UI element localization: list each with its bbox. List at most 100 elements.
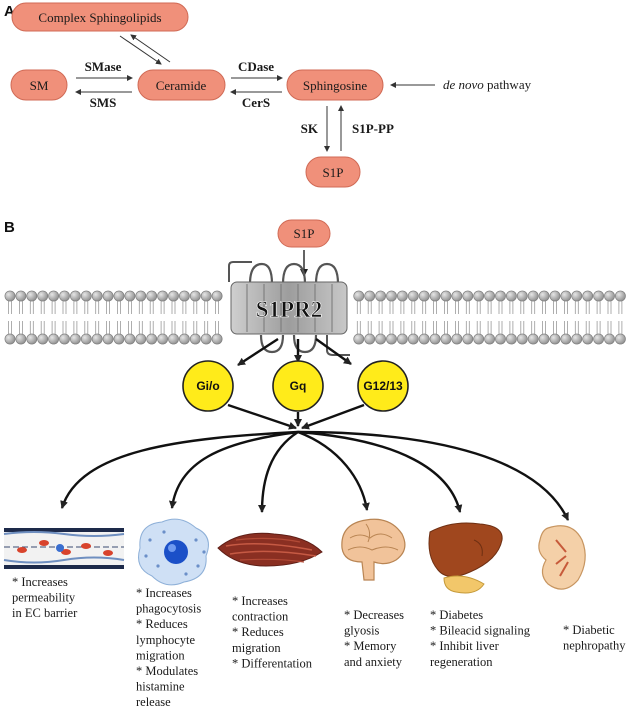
- lipid-head-inner: [80, 333, 92, 345]
- kidney-icon: [538, 525, 586, 590]
- lipid-head-outer: [135, 290, 147, 302]
- lipid-head-inner: [157, 333, 168, 345]
- g-protein-gq: Gq: [272, 360, 324, 412]
- lipid-head-outer: [178, 290, 190, 302]
- s1p-ligand-label: S1P: [294, 226, 315, 241]
- lipid-head-outer: [102, 290, 114, 302]
- lipid-head-inner: [353, 333, 365, 345]
- lipid-head-outer: [593, 290, 604, 302]
- lipid-head-inner: [168, 333, 179, 345]
- lipid-head-outer: [582, 290, 594, 302]
- arrow-hub-to-kidney: [297, 430, 570, 521]
- effect-text-liver: * Diabetes* Bileacid signaling* Inhibit …: [430, 608, 531, 669]
- g-protein-g1213: G12/13: [357, 360, 409, 412]
- lipid-head-outer: [375, 290, 386, 302]
- brain-icon: [341, 518, 406, 581]
- lipid-head-inner: [582, 333, 594, 345]
- endothelial-vessel-icon: [3, 528, 125, 569]
- g-protein-gio: Gi/o: [182, 360, 234, 412]
- sm-node: SM: [10, 69, 68, 101]
- lipid-head-inner: [615, 333, 626, 345]
- lipid-head-inner: [407, 333, 419, 345]
- lipid-head-inner: [91, 333, 103, 345]
- lipid-head-inner: [495, 333, 506, 345]
- s1p-ligand-node: S1P: [277, 219, 331, 248]
- arrow-hub-to-immune-cell: [168, 430, 299, 509]
- lipid-head-outer: [353, 290, 365, 302]
- lipid-head-outer: [484, 290, 495, 302]
- lipid-head-outer: [189, 290, 201, 302]
- panel-b-label: B: [4, 219, 15, 236]
- lipid-head-outer: [15, 290, 27, 302]
- g1213-label: G12/13: [363, 379, 403, 393]
- lipid-head-outer: [146, 290, 158, 302]
- sphingosine-label: Sphingosine: [303, 78, 368, 93]
- lipid-head-inner: [375, 333, 386, 345]
- ceramide-label: Ceramide: [156, 78, 207, 93]
- lipid-head-inner: [26, 333, 38, 345]
- lipid-head-inner: [189, 333, 201, 345]
- lipid-head-inner: [211, 333, 223, 345]
- complex-sphingolipids-label: Complex Sphingolipids: [38, 10, 161, 25]
- arrow-complex-to-ceramide: [119, 35, 162, 65]
- lipid-head-outer: [80, 290, 92, 302]
- complex-sphingolipids-node: Complex Sphingolipids: [11, 2, 189, 32]
- lipid-head-outer: [200, 290, 212, 302]
- lipid-head-outer: [604, 290, 615, 302]
- de-novo-pathway-label: de novo pathway: [443, 77, 532, 92]
- lipid-head-inner: [178, 333, 190, 345]
- lipid-head-inner: [102, 333, 114, 345]
- lipid-head-outer: [473, 290, 485, 302]
- lipid-head-inner: [113, 333, 125, 345]
- lipid-head-outer: [113, 290, 125, 302]
- lipid-head-inner: [48, 333, 59, 345]
- s1p-node-a: S1P: [305, 156, 361, 188]
- lipid-head-outer: [211, 290, 223, 302]
- lipid-head-inner: [396, 333, 408, 345]
- lipid-head-inner: [364, 333, 376, 345]
- cdase-label: CDase: [238, 59, 274, 74]
- immune-cell-icon: [138, 518, 209, 586]
- lipid-head-outer: [418, 290, 430, 302]
- s1pr2-label: S1PR2: [256, 297, 322, 322]
- lipid-head-outer: [549, 290, 561, 302]
- s1p-label-a: S1P: [323, 165, 344, 180]
- lipid-head-inner: [200, 333, 212, 345]
- lipid-head-outer: [407, 290, 419, 302]
- lipid-head-inner: [571, 333, 583, 345]
- arrow-hub-to-muscle: [258, 430, 299, 513]
- lipid-head-inner: [124, 333, 136, 345]
- lipid-head-outer: [59, 290, 70, 302]
- lipid-head-inner: [560, 333, 572, 345]
- lipid-head-inner: [516, 333, 528, 345]
- lipid-head-inner: [59, 333, 70, 345]
- arrow-receptor-to-g1213: [315, 338, 352, 365]
- lipid-head-outer: [386, 290, 397, 302]
- lipid-head-inner: [462, 333, 474, 345]
- lipid-head-outer: [168, 290, 179, 302]
- lipid-head-outer: [429, 290, 441, 302]
- sphingosine-node: Sphingosine: [286, 69, 384, 101]
- sk-label: SK: [301, 121, 319, 136]
- arrow-hub-to-liver: [297, 430, 463, 513]
- lipid-head-outer: [157, 290, 168, 302]
- arrow-receptor-to-gio: [237, 337, 279, 367]
- lipid-head-inner: [549, 333, 561, 345]
- lipid-head-outer: [516, 290, 528, 302]
- lipid-head-inner: [451, 333, 463, 345]
- lipid-head-outer: [91, 290, 103, 302]
- lipid-head-outer: [560, 290, 572, 302]
- arrow-g1213-to-hub: [301, 403, 365, 430]
- s1pr2-receptor: S1PR2: [228, 261, 350, 356]
- lipid-head-inner: [135, 333, 147, 345]
- lipid-head-inner: [146, 333, 158, 345]
- lipid-head-inner: [484, 333, 495, 345]
- lipid-head-outer: [462, 290, 474, 302]
- lipid-head-inner: [429, 333, 441, 345]
- lipid-head-outer: [451, 290, 463, 302]
